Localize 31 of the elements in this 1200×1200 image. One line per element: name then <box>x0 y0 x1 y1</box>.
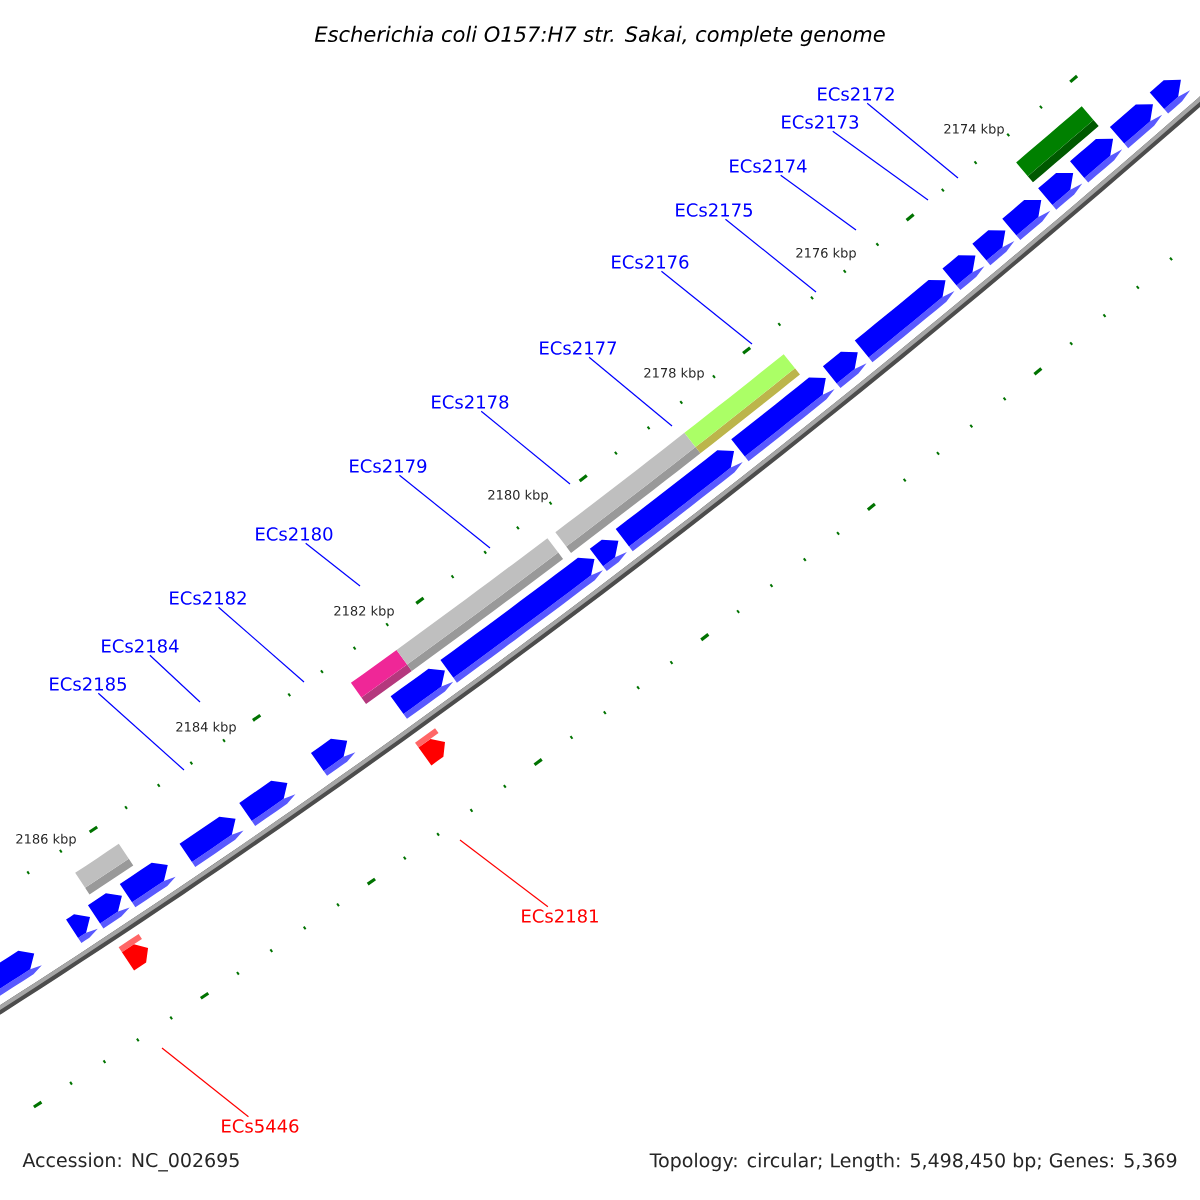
leader-line <box>660 270 753 345</box>
gene-label: ECs2174 <box>730 159 807 173</box>
leader-line <box>480 410 571 485</box>
title: Escherichia coli O157:H7 str. Sakai, complete genome <box>314 25 885 47</box>
info-text: Topology: circular; Length: 5,498,450 bp; Genes: 5,369 <box>649 1152 1177 1172</box>
leader-line <box>588 356 673 427</box>
leader-line <box>398 474 491 549</box>
gene-label: ECs2182 <box>170 591 246 605</box>
gene-label: ECs2172 <box>818 87 894 101</box>
leader-line <box>161 1047 250 1118</box>
gene-label: ECs2179 <box>350 459 427 473</box>
leader-line <box>149 654 201 703</box>
leader-line <box>832 130 929 201</box>
gene-label: ECs2181 <box>522 909 598 923</box>
gene-label: ECs2177 <box>540 341 616 355</box>
gene-label: ECs2180 <box>256 527 333 541</box>
gene-label: ECs2175 <box>676 203 752 217</box>
gene-label: ECs5446 <box>222 1119 299 1133</box>
leader-line <box>217 606 305 683</box>
gene-label: ECs2178 <box>432 395 509 409</box>
gene-label: ECs2173 <box>782 115 859 129</box>
gene-label: ECs2185 <box>50 677 126 691</box>
gene-label: ECs2176 <box>612 255 689 269</box>
leader-line <box>459 839 549 908</box>
leader-line <box>724 218 817 293</box>
leader-line <box>97 692 185 771</box>
leader-line <box>305 542 361 587</box>
leader-line <box>780 174 857 231</box>
info-text: Accession: NC_002695 <box>22 1152 239 1172</box>
gene-label: ECs2184 <box>102 639 179 653</box>
leader-line <box>866 102 959 179</box>
